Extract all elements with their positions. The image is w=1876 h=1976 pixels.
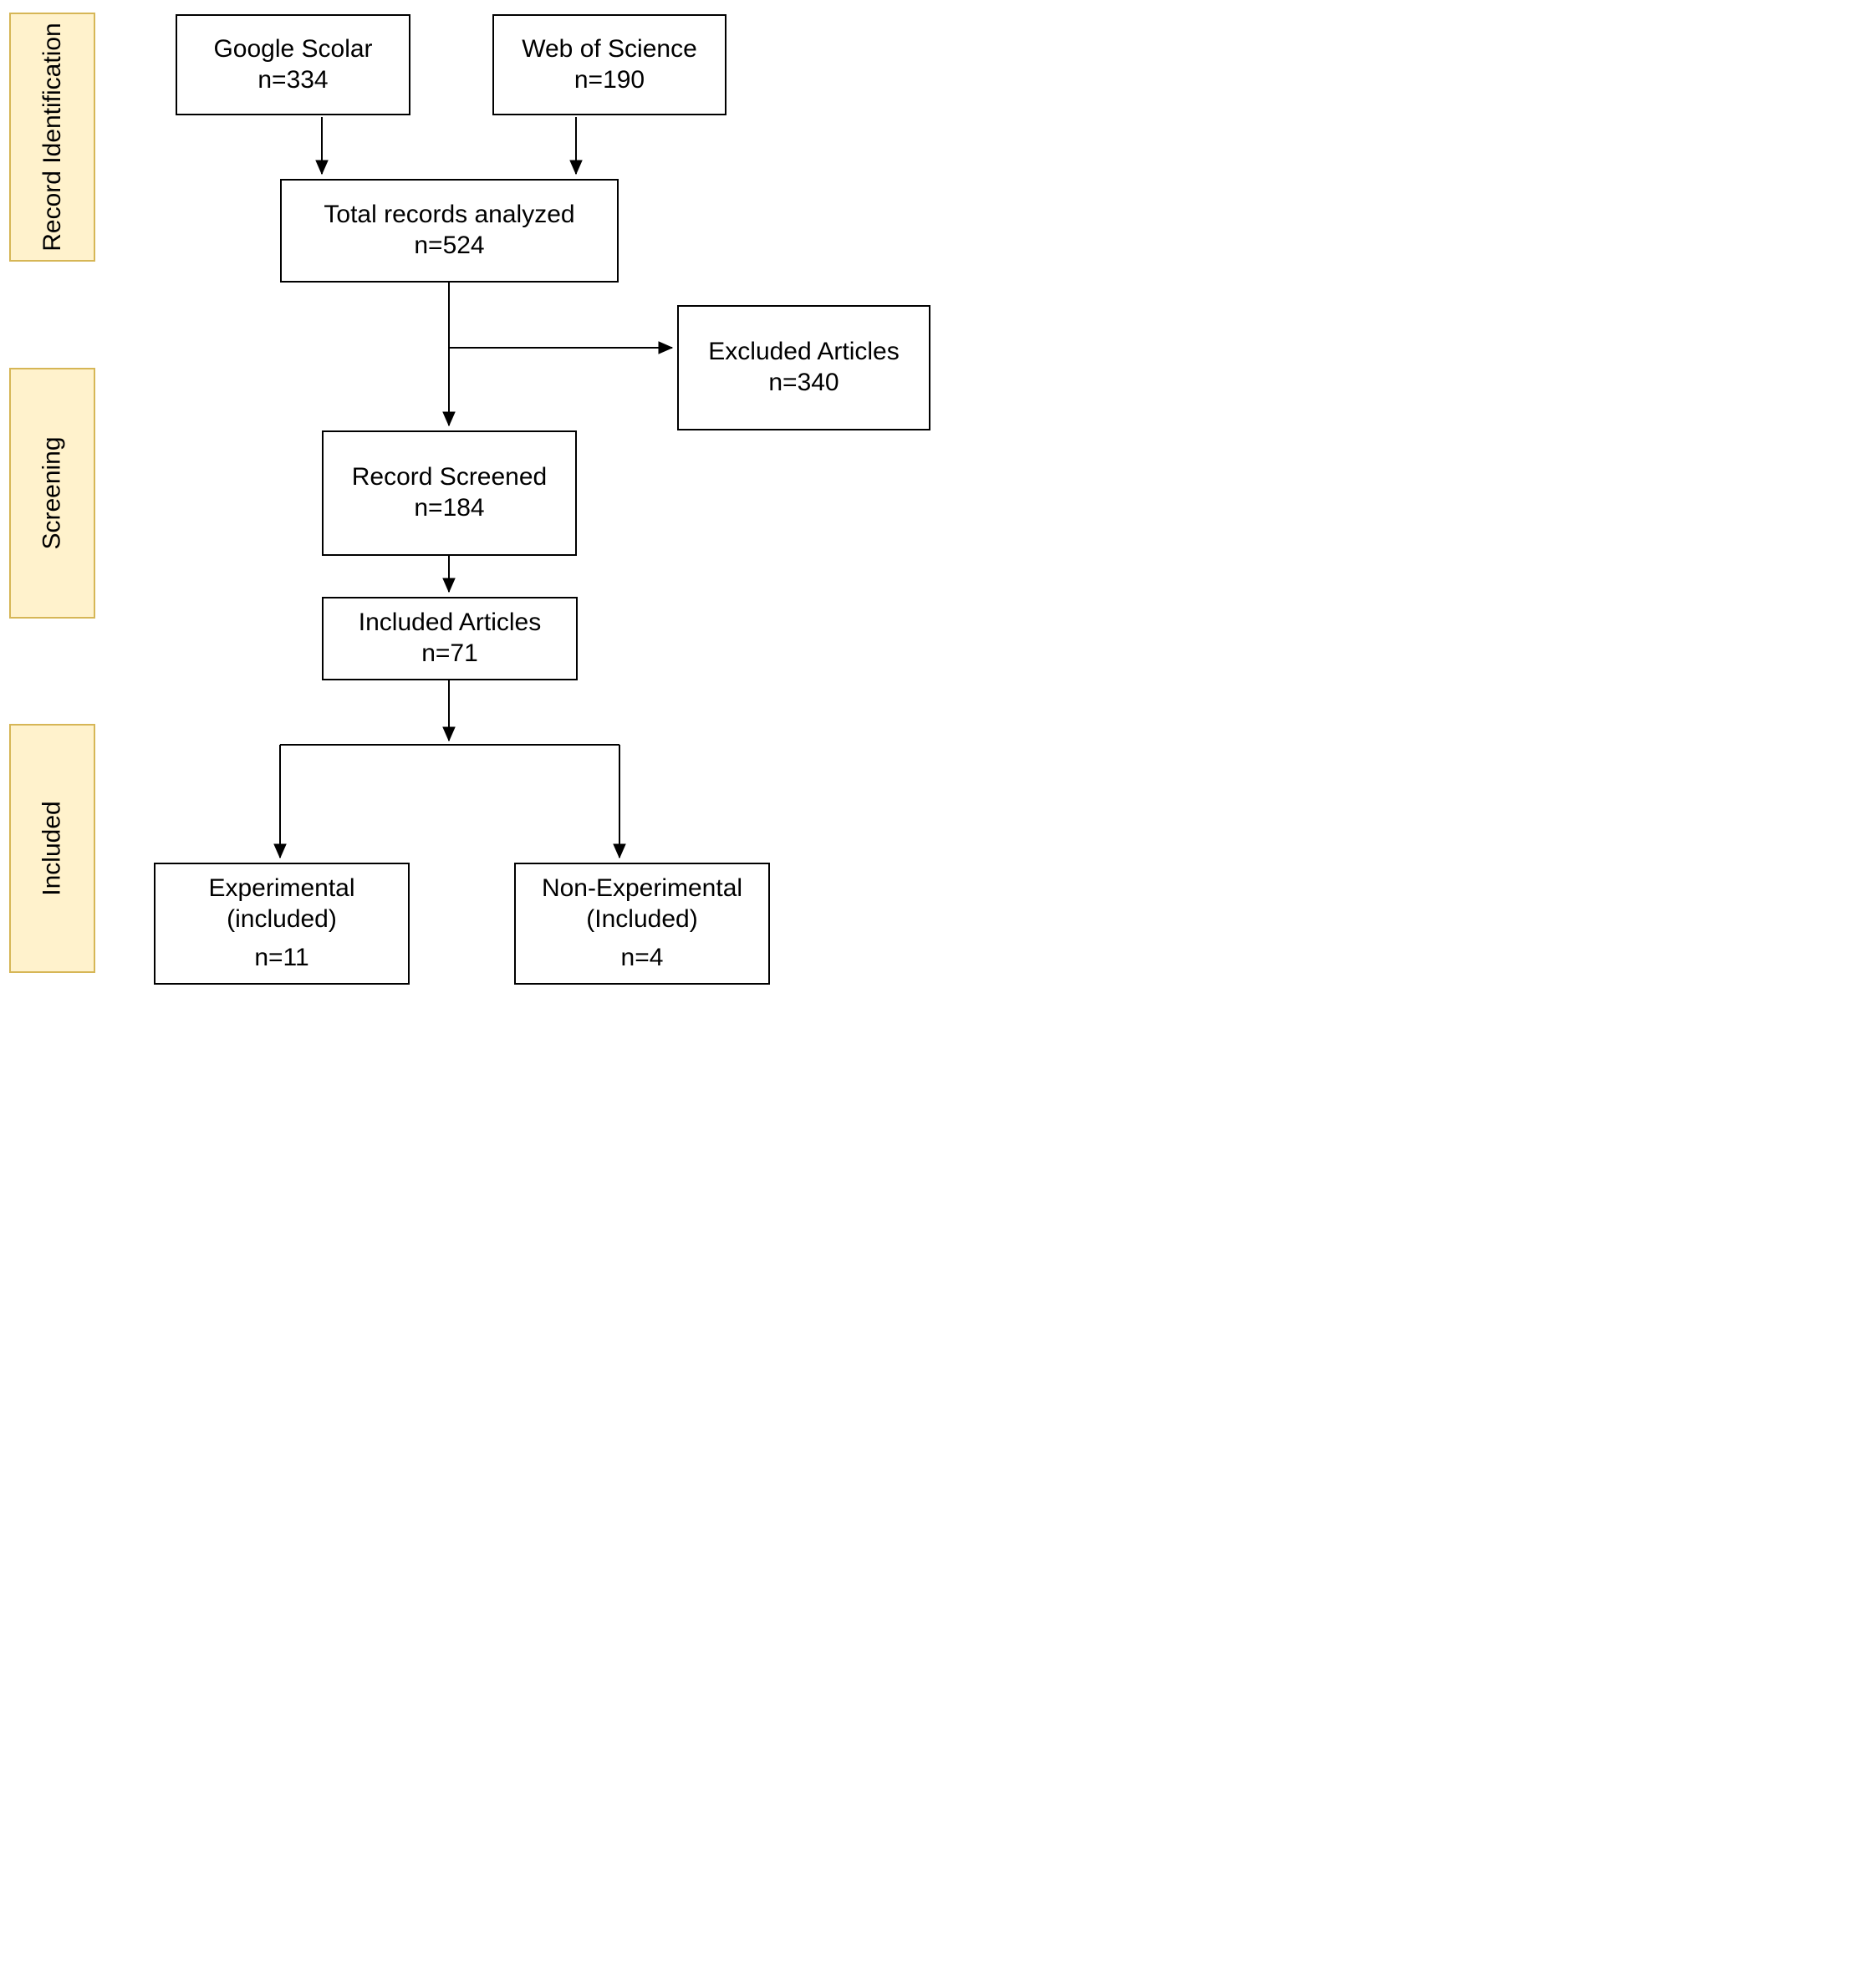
- node-count: n=4: [620, 944, 664, 972]
- node-title: Total records analyzed: [324, 201, 575, 229]
- node-title: Included Articles: [358, 609, 542, 637]
- node-count: n=190: [574, 65, 645, 94]
- node-non-experimental-included: Non-Experimental (Included) n=4: [514, 863, 770, 985]
- node-total-records-analyzed: Total records analyzed n=524: [280, 179, 619, 283]
- node-included-articles: Included Articles n=71: [322, 597, 578, 680]
- node-title: Non-Experimental: [541, 874, 743, 903]
- flow-diagram: Record Identification Screening Included…: [0, 0, 938, 988]
- section-label-text: Included: [38, 801, 66, 896]
- node-count: n=11: [254, 944, 309, 972]
- section-label-screening: Screening: [9, 368, 95, 619]
- node-count: n=334: [257, 65, 329, 94]
- section-label-text: Record Identification: [38, 23, 66, 252]
- node-title: Excluded Articles: [708, 338, 900, 366]
- section-label-included: Included: [9, 724, 95, 973]
- node-subtitle: (Included): [586, 904, 698, 933]
- node-title: Google Scolar: [213, 34, 373, 63]
- node-experimental-included: Experimental (included) n=11: [154, 863, 410, 985]
- node-excluded-articles: Excluded Articles n=340: [677, 305, 930, 430]
- section-label-record-identification: Record Identification: [9, 13, 95, 262]
- node-count: n=340: [768, 369, 839, 396]
- node-title: Experimental: [208, 874, 355, 903]
- node-record-screened: Record Screened n=184: [322, 430, 577, 556]
- node-title: Web of Science: [522, 34, 697, 63]
- node-count: n=71: [421, 639, 478, 667]
- connector-layer: [273, 117, 674, 859]
- node-count: n=184: [414, 494, 485, 522]
- node-subtitle: (included): [227, 904, 337, 933]
- node-web-of-science: Web of Science n=190: [492, 14, 726, 115]
- node-google-scholar: Google Scolar n=334: [176, 14, 410, 115]
- node-count: n=524: [414, 232, 485, 259]
- section-label-text: Screening: [38, 436, 66, 550]
- node-title: Record Screened: [351, 463, 548, 491]
